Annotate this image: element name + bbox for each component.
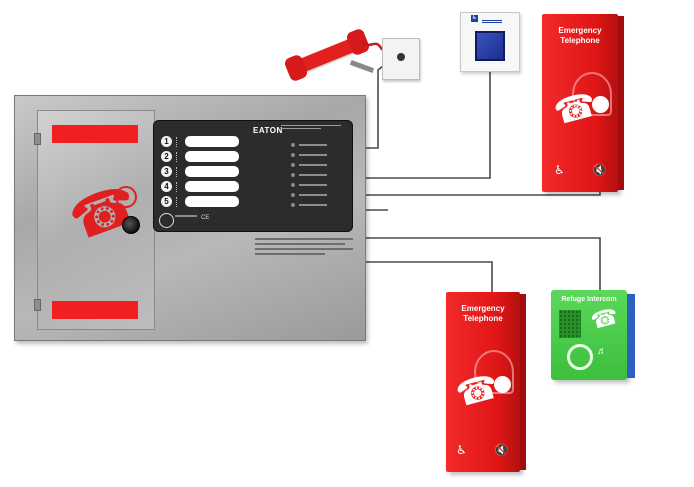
emergency-telephone-top: Emergency Telephone ☎ ♿ 🔇 <box>542 14 624 192</box>
zone-number: 3 <box>161 166 172 177</box>
wire-assist <box>366 70 491 179</box>
status-row <box>281 142 345 150</box>
wheelchair-icon: ♿ <box>554 163 565 177</box>
push-badge-icon[interactable] <box>592 96 609 113</box>
status-led <box>291 143 295 147</box>
wire-refuge <box>366 237 601 290</box>
status-led <box>291 203 295 207</box>
status-led <box>291 193 295 197</box>
status-row <box>281 172 345 180</box>
wheelchair-icon: ♿ <box>471 15 478 22</box>
door-red-bar-top <box>52 125 138 143</box>
status-led <box>291 153 295 157</box>
zone-label-slot <box>185 151 239 162</box>
status-row <box>281 192 345 200</box>
push-badge-icon[interactable] <box>494 376 511 393</box>
door-hinge-bottom <box>34 299 41 311</box>
phone-icon: ☎ <box>451 367 503 415</box>
control-panel: ☎ ☝ EATON 1 2 3 <box>14 95 366 341</box>
zone-1[interactable]: 1 <box>161 136 243 148</box>
zone-4[interactable]: 4 <box>161 181 243 193</box>
cabinet-title: Emergency <box>461 304 505 313</box>
ce-mark-icon: CE <box>201 215 210 221</box>
refuge-title: Refuge Intercom <box>561 296 617 303</box>
hearing-loop-icon: 🔇 <box>494 443 509 457</box>
assist-call-button[interactable] <box>475 31 505 61</box>
cabinet-subtitle: Telephone <box>463 314 503 323</box>
cabinet-subtitle: Telephone <box>560 36 600 45</box>
door-red-bar-bottom <box>52 301 138 319</box>
cabinet-title: Emergency <box>558 26 602 35</box>
door-hinge-top <box>34 133 41 145</box>
call-button[interactable] <box>567 344 593 370</box>
panel-door[interactable]: ☎ ☝ <box>34 110 155 330</box>
panel-badge-icon <box>159 213 174 228</box>
status-led <box>291 163 295 167</box>
zone-2[interactable]: 2 <box>161 151 243 163</box>
status-led <box>291 183 295 187</box>
brand-logo: EATON <box>253 126 283 135</box>
zone-number: 1 <box>161 136 172 147</box>
hearing-icon: ♬ <box>597 346 607 357</box>
status-led <box>291 173 295 177</box>
speaker-grille <box>559 310 581 338</box>
panel-faceplate: EATON 1 2 3 4 <box>153 120 353 232</box>
zone-label-slot <box>185 196 239 207</box>
zone-label-slot <box>185 136 239 147</box>
jack-plate <box>382 38 420 80</box>
zone-5[interactable]: 5 <box>161 196 243 208</box>
status-row <box>281 162 345 170</box>
door-lock[interactable] <box>122 216 140 234</box>
wire-cabinet-top <box>366 192 601 196</box>
wheelchair-icon: ♿ <box>456 443 467 457</box>
assist-label-lines <box>468 17 512 23</box>
zone-number: 4 <box>161 181 172 192</box>
status-row <box>281 202 345 210</box>
flame-icon <box>474 350 514 394</box>
flame-icon <box>572 72 612 116</box>
jack-socket <box>397 53 405 61</box>
zone-number: 2 <box>161 151 172 162</box>
panel-instructions <box>255 238 353 258</box>
emergency-telephone-bottom: Emergency Telephone ☎ ♿ 🔇 <box>446 292 526 472</box>
hand-icon: ☝ <box>115 186 137 208</box>
zone-label-slot <box>185 166 239 177</box>
brand-subtitle-lines <box>281 125 341 129</box>
zone-3[interactable]: 3 <box>161 166 243 178</box>
status-row <box>281 152 345 160</box>
refuge-intercom: Refuge Intercom ☎ ♬ <box>551 290 635 380</box>
status-row <box>281 182 345 190</box>
wire-cabinet-bottom <box>366 261 493 292</box>
phone-icon: ☎ <box>588 302 622 335</box>
zone-number: 5 <box>161 196 172 207</box>
assistance-call-point: ♿ <box>460 12 520 72</box>
hearing-loop-icon: 🔇 <box>592 163 607 177</box>
zone-label-slot <box>185 181 239 192</box>
